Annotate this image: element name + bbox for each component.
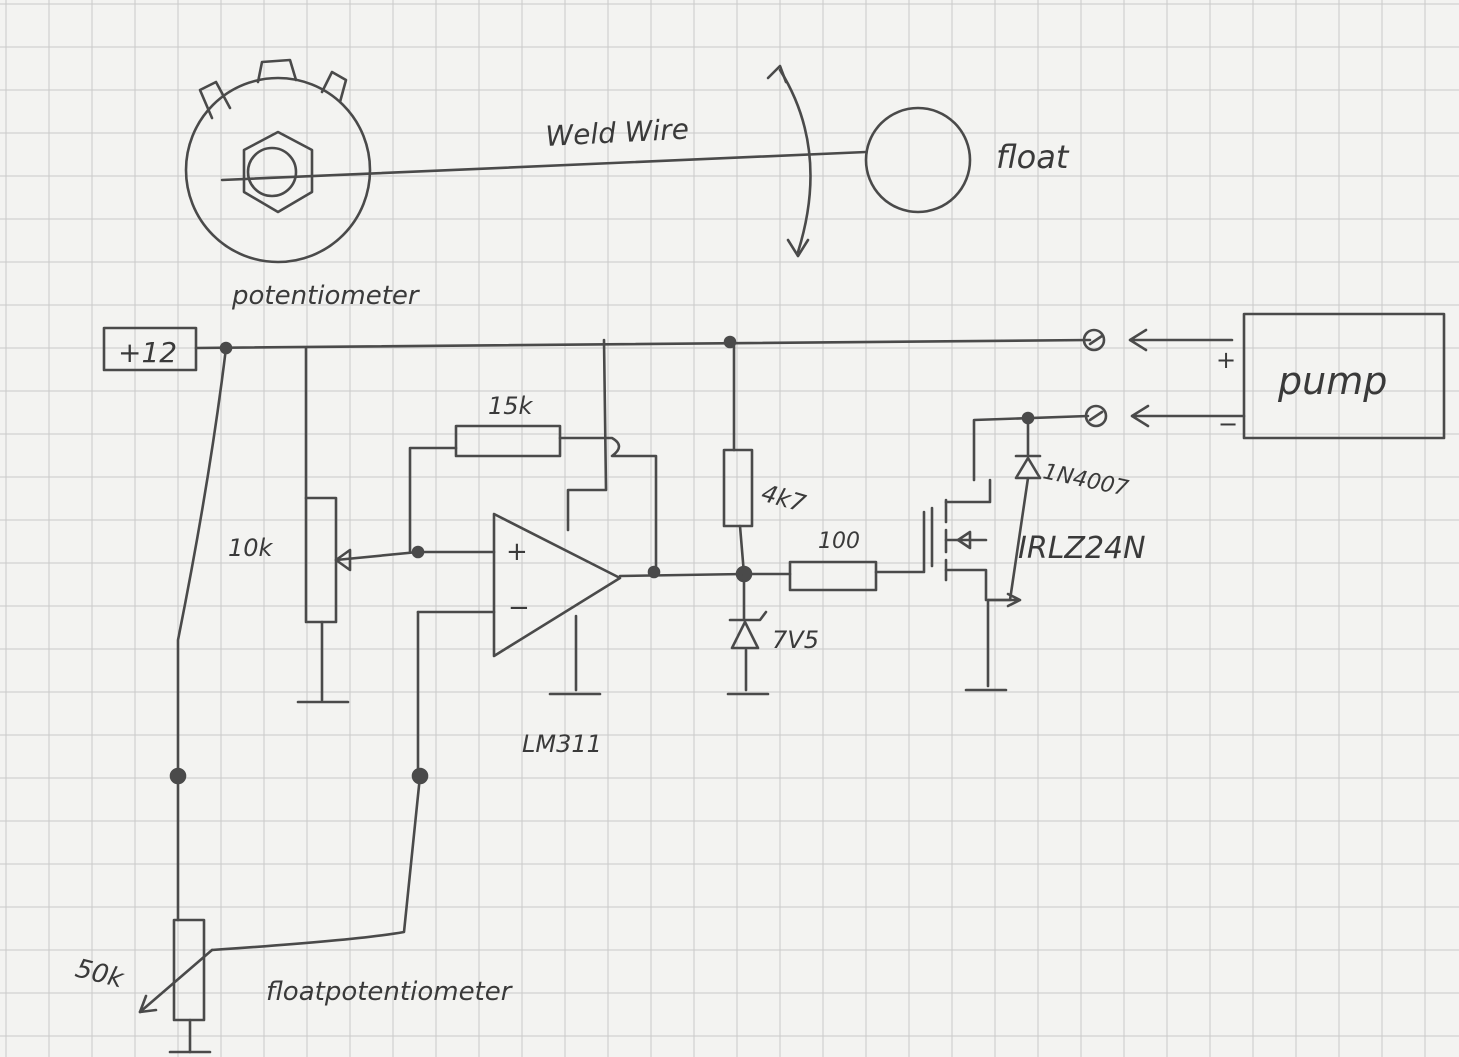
potentiometer-label: potentiometer [231,281,421,311]
r50k-label: 50k [72,954,127,995]
terminal-plus [1082,328,1106,352]
opamp-minus-label: − [508,593,530,623]
pump-minus-label: − [1218,410,1238,438]
potentiometer-mechanism [184,58,972,264]
resistor-100 [788,560,878,592]
float-label: float [996,138,1070,176]
opamp-label: LM311 [522,730,602,758]
positive-rail [194,338,1092,350]
supply-label: +12 [118,336,177,369]
float-potentiometer-label: floatpotentiometer [266,977,514,1007]
opamp-plus-label: + [506,537,528,567]
pump-plus-label: + [1216,346,1236,374]
resistor-10k [304,496,338,624]
resistor-4k7 [722,448,754,528]
diode-1n4007 [1014,456,1042,480]
zener-7v5 [730,620,760,650]
r15k-label: 15k [488,392,534,420]
diode-label: 1N4007 [1041,459,1131,501]
resistor-15k [454,424,562,458]
pump-label: pump [1277,359,1387,403]
pump-box [1242,312,1446,440]
opamp-lm311 [492,512,622,658]
weld-wire-label: Weld Wire [545,113,690,153]
mosfet-irlz24n [930,478,992,602]
zener-label: 7V5 [772,626,819,654]
mosfet-label: IRLZ24N [1018,531,1146,566]
r100-label: 100 [818,529,860,554]
r4k7-label: 4k7 [758,479,809,518]
r10k-label: 10k [228,534,274,562]
